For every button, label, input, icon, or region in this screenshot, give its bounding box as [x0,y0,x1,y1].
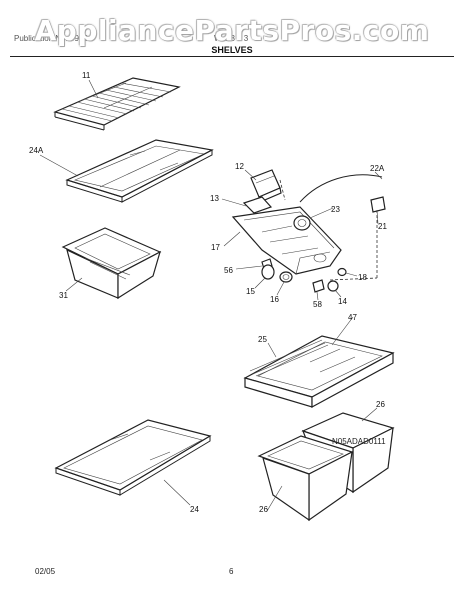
callout-12: 12 [235,162,244,171]
connector-21 [370,196,386,213]
light-shield [250,169,282,203]
diagram-code: N05ADAD0111 [332,437,386,446]
model-number: W 1 3 5 3 [214,34,249,43]
callout-58: 58 [313,300,322,309]
crisper-drawer-left [257,435,354,522]
header-rule [10,56,454,57]
glass-shelf-trim [243,335,395,409]
callout-17: 17 [211,243,220,252]
footer-date: 02/05 [35,567,56,576]
callout-14: 14 [338,297,347,306]
callout-56: 56 [224,266,233,275]
glass-shelf-framed [65,139,214,203]
control-housing [231,206,342,275]
callout-15: 15 [246,287,255,296]
switch-16 [279,271,293,283]
light-bulb [261,264,275,280]
callout-21: 21 [378,222,387,231]
callout-24a: 24A [29,146,44,155]
callout-25: 25 [258,335,267,344]
callout-18: 18 [358,273,367,282]
clip-58 [312,279,325,293]
footer-page-number: 6 [229,567,234,576]
callout-16: 16 [270,295,279,304]
callout-11: 11 [82,71,91,80]
crisper-pan [61,227,162,300]
callout-labels: 11 24A 31 12 13 17 56 15 16 58 14 18 23 … [29,71,387,514]
glass-shelf-plain [54,419,212,496]
callout-24: 24 [190,505,199,514]
screw-18 [337,267,347,277]
damper-14 [327,280,339,292]
callout-26-upper: 26 [376,400,385,409]
section-title: SHELVES [211,45,253,55]
callout-22a: 22A [370,164,385,173]
leader-lines [39,79,383,512]
callout-47: 47 [348,313,357,322]
callout-23: 23 [331,205,340,214]
wire-shelf [53,77,181,131]
bracket-13 [242,196,273,214]
thermostat-knob [293,215,311,231]
callout-31: 31 [59,291,68,300]
callout-13: 13 [210,194,219,203]
publication-number: Publication No. 5995 [14,34,88,43]
callout-26-lower: 26 [259,505,268,514]
